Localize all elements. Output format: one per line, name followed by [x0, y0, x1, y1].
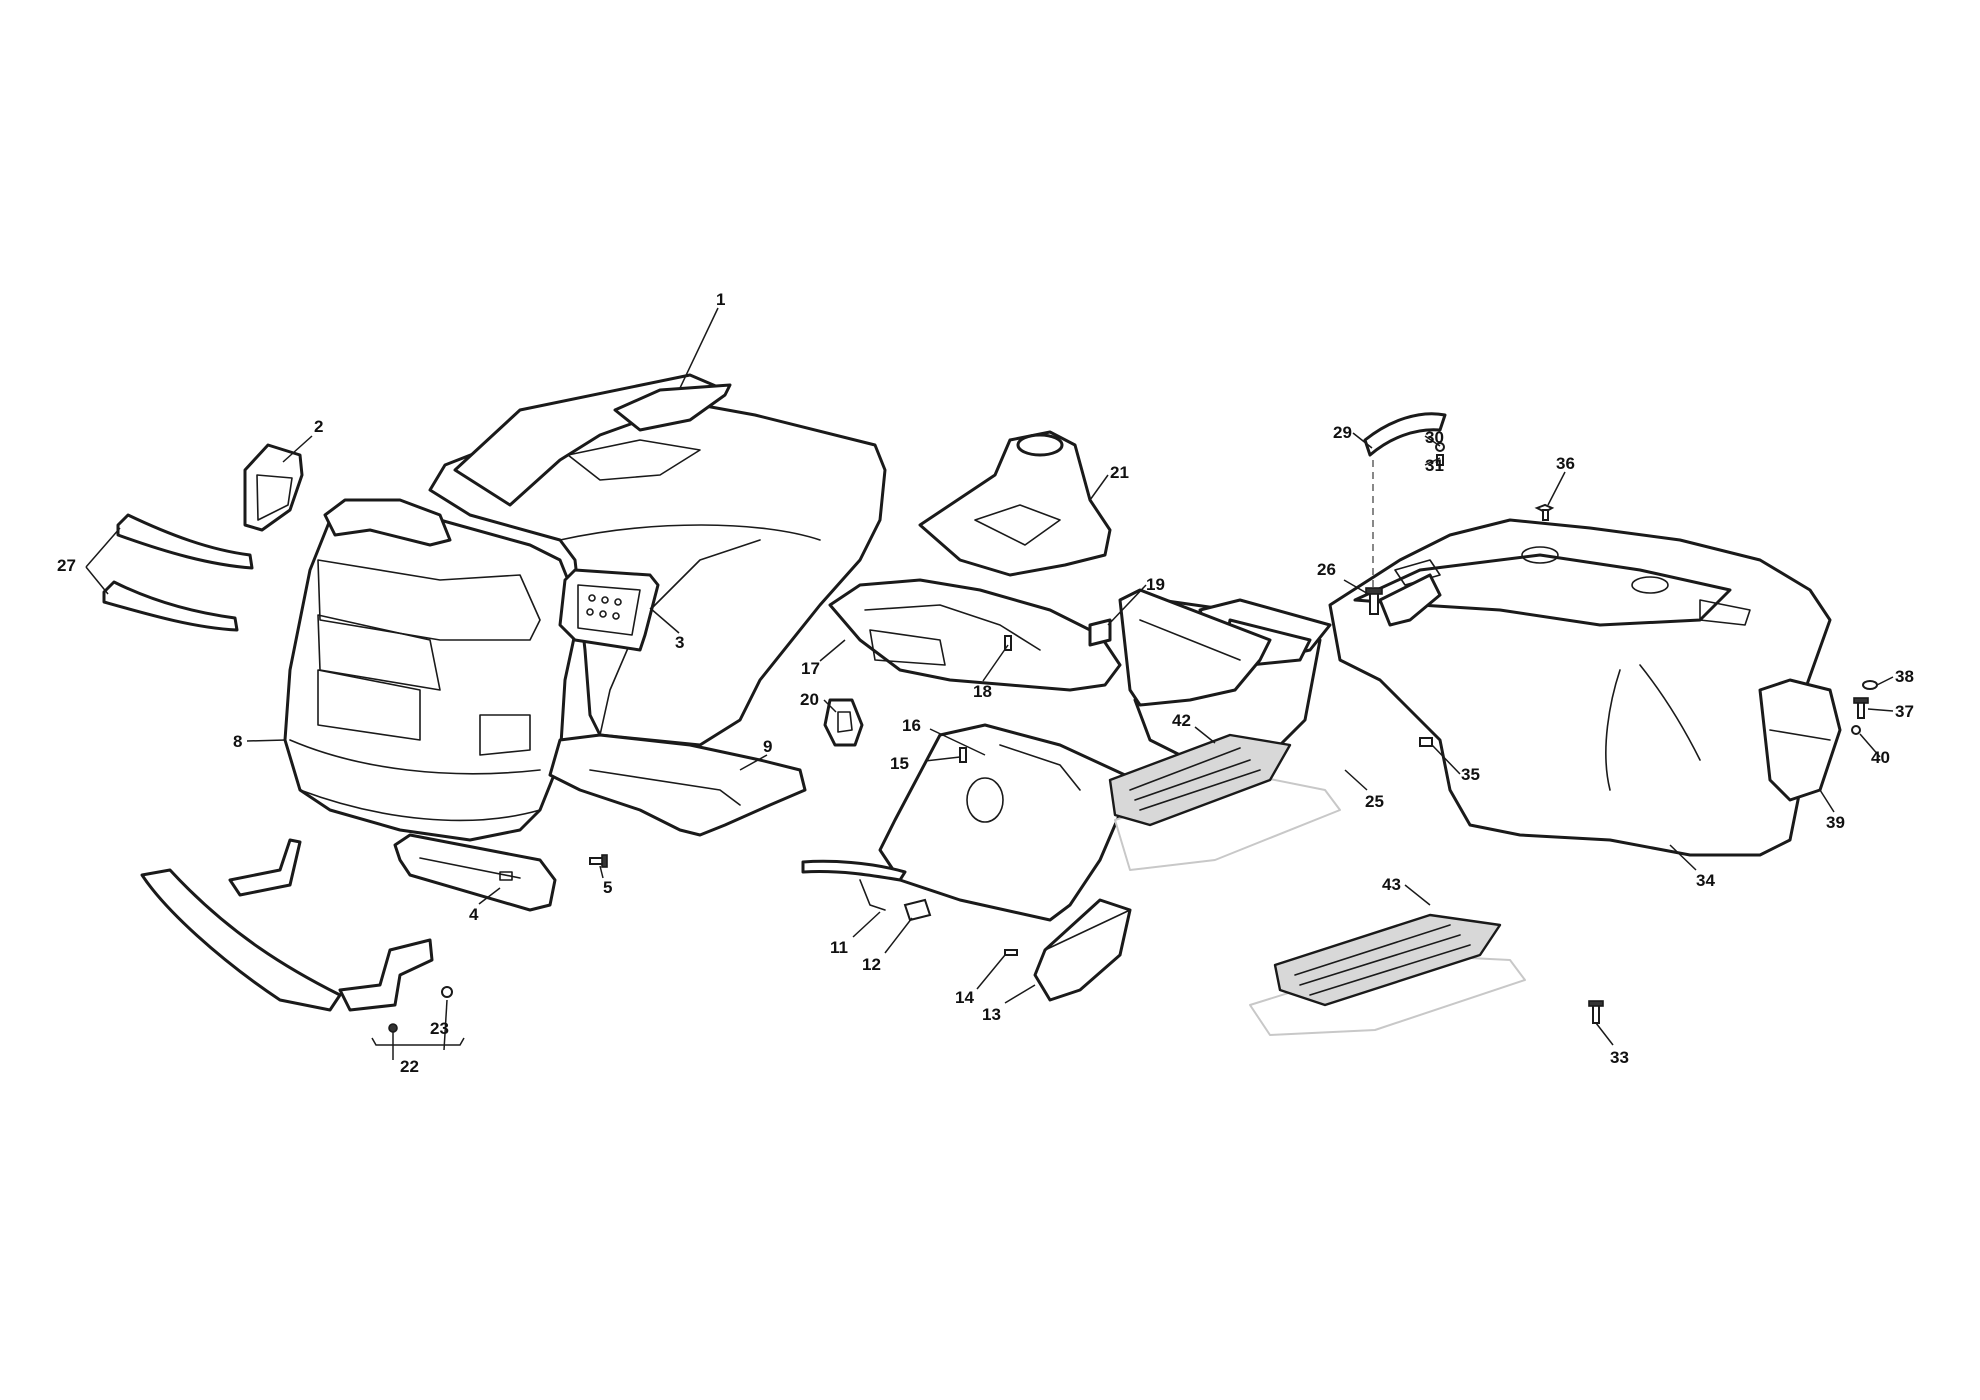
part-side-light — [243, 443, 304, 532]
callout-16: 16 — [902, 716, 921, 735]
part-side-vent — [558, 568, 660, 652]
callout-8: 8 — [233, 732, 242, 751]
callout-26: 26 — [1317, 560, 1336, 579]
part-dashboard — [828, 578, 1122, 692]
fastener-23 — [388, 986, 453, 1033]
fastener-14 — [1004, 949, 1018, 956]
callout-2: 2 — [314, 417, 323, 436]
part-seat-rail — [1118, 588, 1272, 707]
part-floor-side-panel — [1033, 898, 1132, 1002]
callout-21: 21 — [1110, 463, 1129, 482]
part-footplate-mat-right — [1249, 913, 1526, 1036]
callout-42: 42 — [1172, 711, 1191, 730]
fastener-26 — [1365, 587, 1383, 615]
fastener-40 — [1851, 725, 1861, 735]
callout-13: 13 — [982, 1005, 1001, 1024]
callout-3: 3 — [675, 633, 684, 652]
part-clip — [1088, 618, 1112, 647]
callout-25: 25 — [1365, 792, 1384, 811]
callout-30: 30 — [1425, 428, 1444, 447]
fastener-35 — [1419, 737, 1433, 747]
fastener-15 — [959, 747, 967, 763]
fastener-38 — [1862, 680, 1878, 690]
part-lower-frame-plate — [548, 733, 807, 837]
fastener-30-31 — [1435, 442, 1445, 466]
callout-34: 34 — [1696, 871, 1715, 890]
callout-27: 27 — [57, 556, 76, 575]
callout-1: 1 — [716, 290, 725, 309]
part-grab-handle — [1363, 412, 1447, 457]
part-bumper-bracket — [393, 833, 557, 912]
callout-17: 17 — [801, 659, 820, 678]
callout-19: 19 — [1146, 575, 1165, 594]
callout-11: 11 — [830, 938, 848, 957]
part-front-grille-shell — [283, 498, 582, 842]
callout-20: 20 — [800, 690, 819, 709]
leader-lines — [85, 307, 1894, 1060]
fastener-33 — [1588, 1000, 1604, 1024]
part-floor-pan — [878, 723, 1132, 922]
part-rear-fender — [1328, 518, 1832, 857]
callout-40: 40 — [1871, 748, 1890, 767]
part-hood-top-panel — [613, 383, 732, 432]
fastener-12 — [903, 898, 932, 922]
callout-36: 36 — [1556, 454, 1575, 473]
fastener-36 — [1534, 503, 1555, 521]
callout-38: 38 — [1895, 667, 1914, 686]
callout-15: 15 — [890, 754, 909, 773]
callout-14: 14 — [955, 988, 974, 1007]
fastener-37 — [1853, 697, 1869, 719]
part-steering-cover — [918, 430, 1112, 577]
callout-labels: 1 2 3 4 5 8 9 11 12 13 14 15 16 17 18 19… — [57, 290, 1914, 1076]
callout-5: 5 — [603, 878, 612, 897]
callout-37: 37 — [1895, 702, 1914, 721]
part-trim-strips — [102, 513, 254, 632]
fastener-5 — [589, 854, 608, 868]
callout-9: 9 — [763, 737, 772, 756]
callout-4: 4 — [469, 905, 479, 924]
fastener-18 — [1004, 635, 1012, 651]
callout-22: 22 — [400, 1057, 419, 1076]
callout-39: 39 — [1826, 813, 1845, 832]
callout-43: 43 — [1382, 875, 1401, 894]
callout-18: 18 — [973, 682, 992, 701]
callout-23: 23 — [430, 1019, 449, 1038]
callout-31: 31 — [1425, 456, 1444, 475]
part-footplate-mat-left — [1108, 733, 1341, 871]
part-rear-bumper — [1758, 678, 1842, 802]
callout-12: 12 — [862, 955, 881, 974]
part-rear-fender-wing — [1378, 573, 1442, 627]
callout-29: 29 — [1333, 423, 1352, 442]
part-pedal-linkage — [801, 859, 907, 911]
part-front-bumper — [140, 838, 434, 1012]
callout-35: 35 — [1461, 765, 1480, 784]
callout-33: 33 — [1610, 1048, 1629, 1067]
